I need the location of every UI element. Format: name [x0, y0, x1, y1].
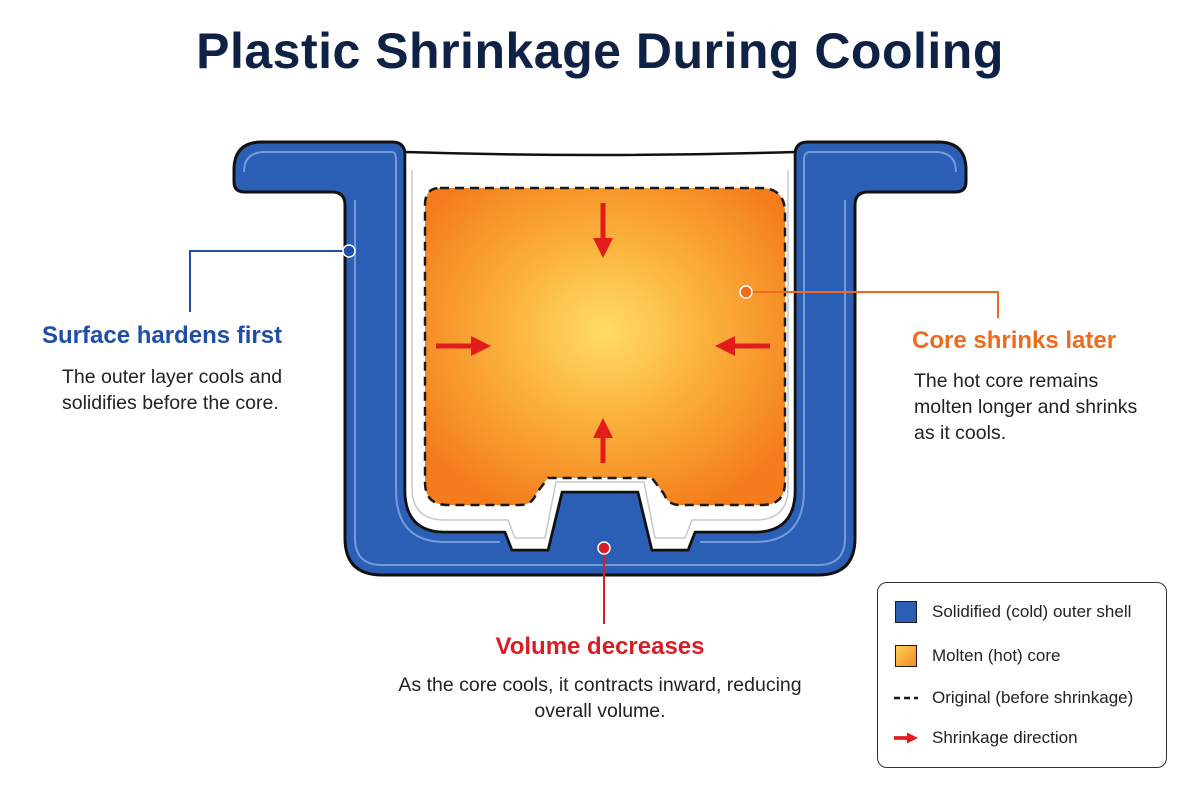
- callout-core-text: The hot core remains molten longer and s…: [914, 370, 1138, 444]
- bottom-leader: [597, 541, 611, 624]
- red-arrow-icon: [894, 726, 918, 750]
- callout-surface-heading: Surface hardens first: [42, 322, 283, 349]
- molten-core: [425, 188, 785, 505]
- legend-label: Shrinkage direction: [932, 728, 1078, 747]
- legend-item-original: Original (before shrinkage): [894, 685, 1133, 711]
- legend-label: Original (before shrinkage): [932, 688, 1134, 707]
- left-leader: [189, 244, 356, 312]
- callout-core-heading: Core shrinks later: [912, 327, 1117, 354]
- legend-item-direction: Shrinkage direction: [894, 725, 1078, 751]
- legend-label: Molten (hot) core: [932, 646, 1061, 665]
- diagram-title: Plastic Shrinkage During Cooling: [196, 23, 1004, 79]
- callout-volume-heading: Volume decreases: [495, 633, 705, 660]
- shell-highlight: [243, 151, 957, 566]
- callout-surface-text: The outer layer cools and solidifies bef…: [62, 366, 283, 414]
- core-swatch-icon: [894, 644, 918, 668]
- shrinkage-arrows: [436, 203, 770, 463]
- shell-swatch-icon: [894, 600, 918, 624]
- legend-item-core: Molten (hot) core: [894, 643, 1061, 669]
- legend-label: Solidified (cold) outer shell: [932, 602, 1132, 621]
- legend-item-shell: Solidified (cold) outer shell: [894, 599, 1131, 625]
- original-outline: [423, 186, 787, 507]
- callout-volume-text: As the core cools, it contracts inward, …: [398, 674, 802, 722]
- right-leader: [739, 285, 999, 318]
- dashed-line-icon: [894, 686, 918, 710]
- legend: Solidified (cold) outer shell Molten (ho…: [877, 582, 1167, 768]
